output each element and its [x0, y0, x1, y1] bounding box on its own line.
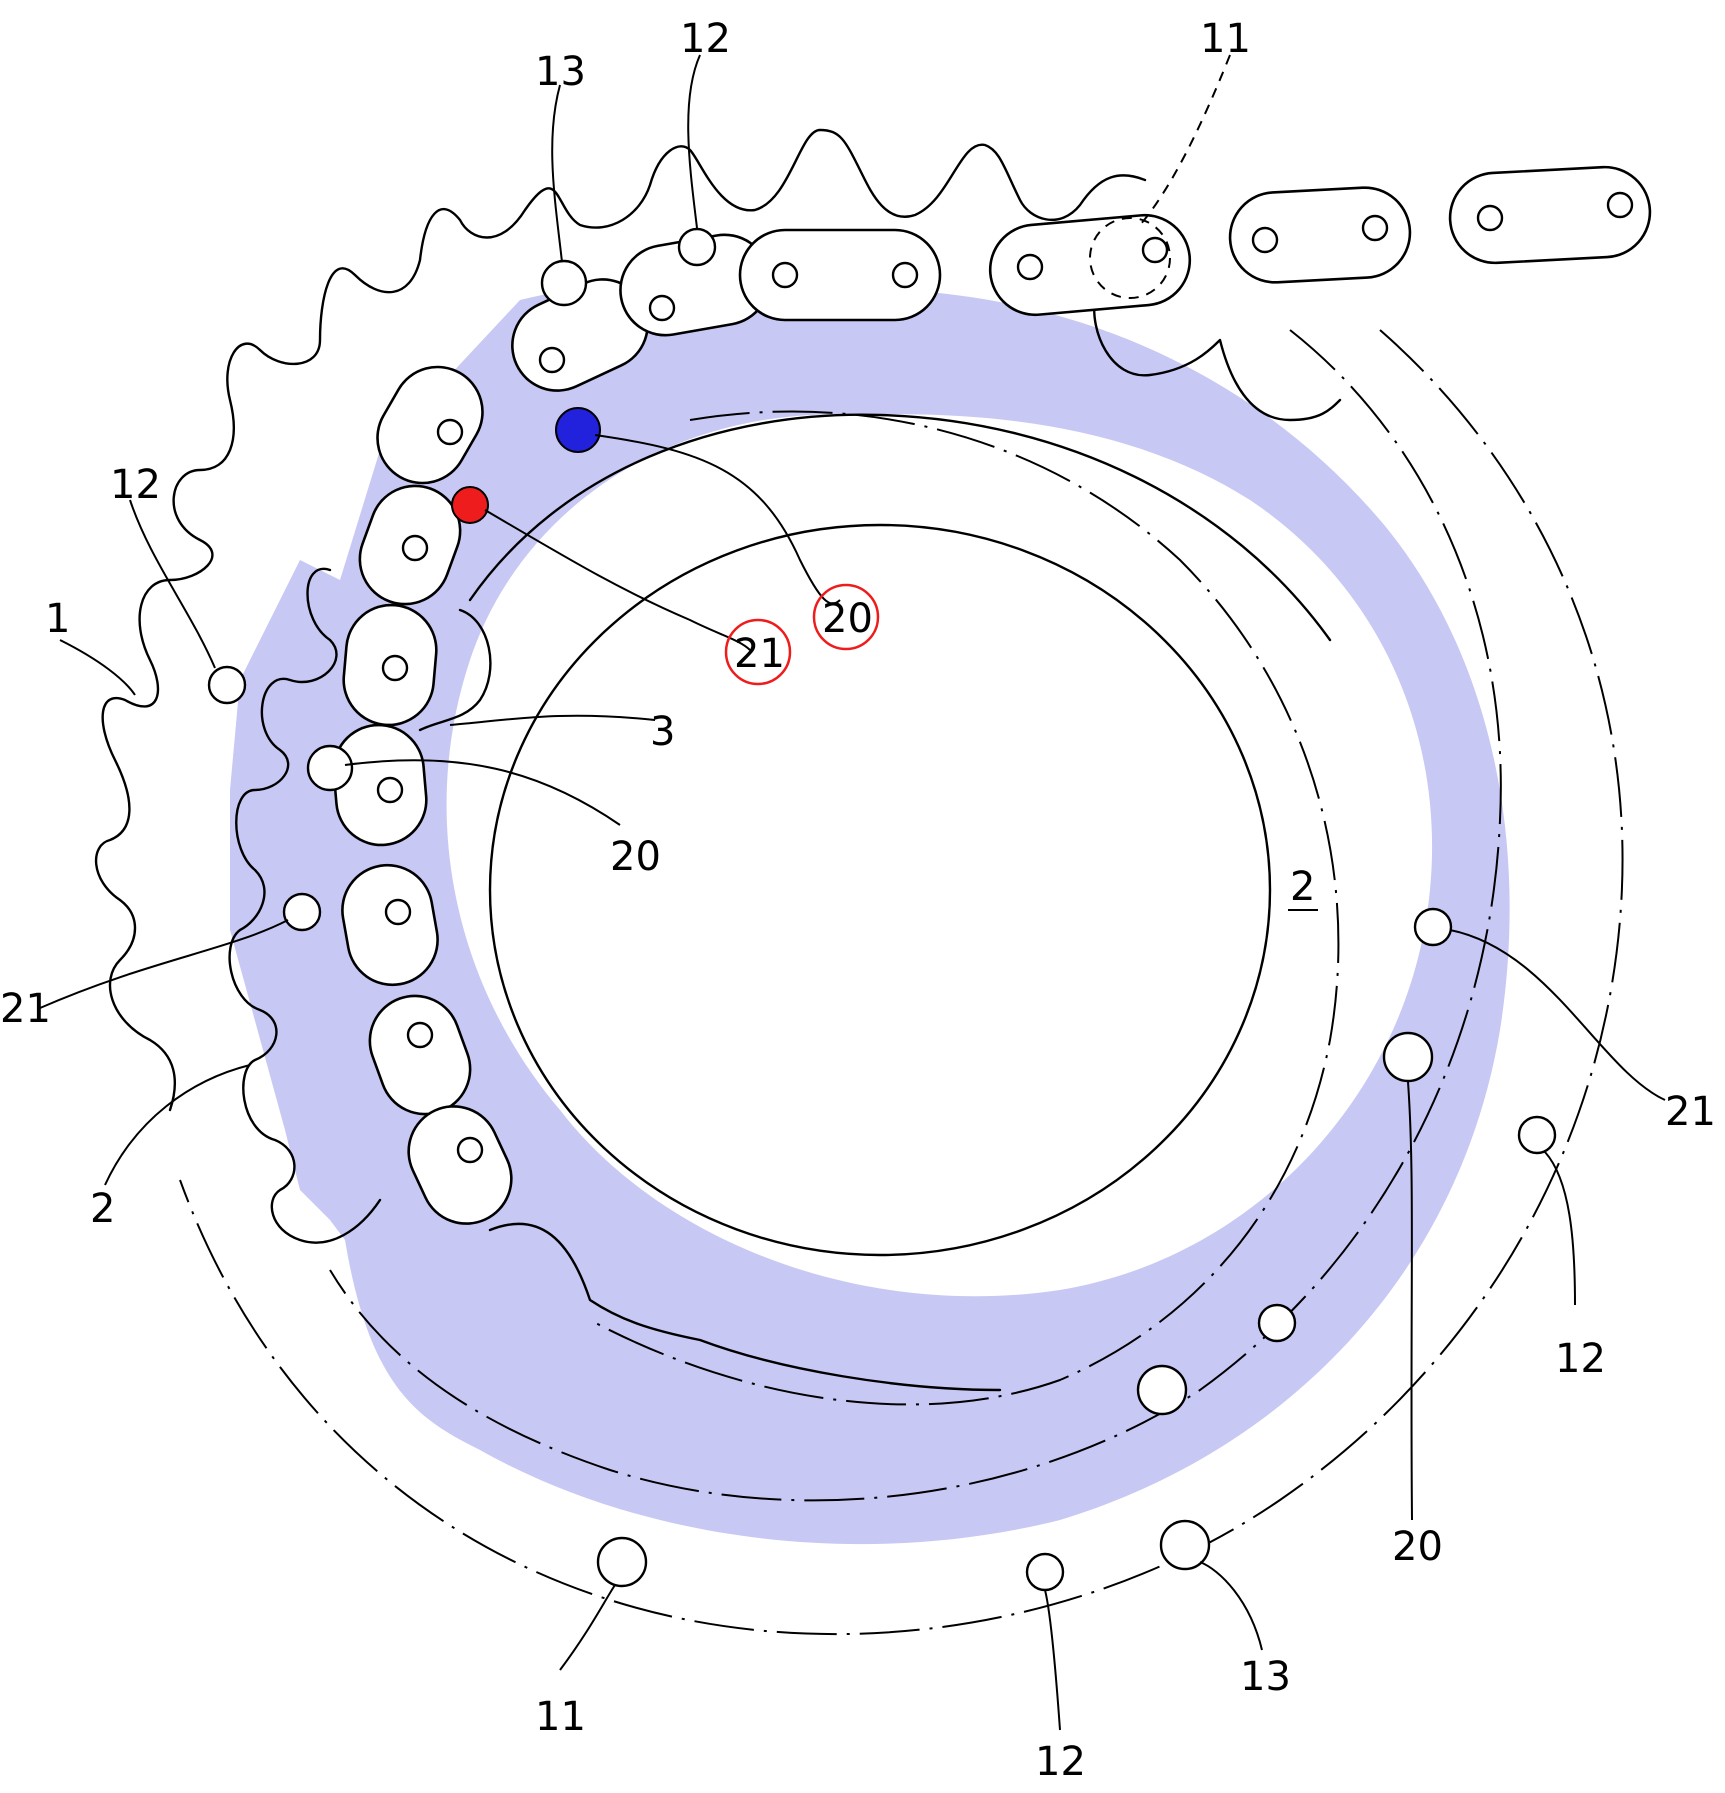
chain-link [988, 213, 1192, 317]
leader-12-top [687, 54, 701, 229]
label-12-top: 12 [680, 16, 731, 62]
highlight-red-dot [451, 486, 489, 524]
sprocket-1-teeth [95, 128, 1147, 1112]
label-3: 3 [650, 709, 675, 755]
sprocket-2-left-notch [418, 608, 492, 732]
circled-annotation-20 [812, 583, 880, 651]
chain-pin [1141, 236, 1169, 264]
label-21-circled: 21 [734, 631, 785, 677]
chain-link [1448, 165, 1652, 265]
leader-2 [104, 1064, 251, 1186]
hole-20-mid [306, 744, 354, 792]
hole-21-left [282, 892, 322, 932]
shaded-inner-edge [468, 413, 1332, 642]
chain-pin [1016, 253, 1044, 281]
sprocket-2-inner-edge [488, 1222, 1002, 1392]
label-21-left: 21 [0, 986, 51, 1032]
sprocket-2-upper-teeth [1093, 298, 1342, 422]
leader-12-bottom [1044, 1589, 1061, 1731]
leader-20-right [1407, 1081, 1413, 1521]
chain-pin [771, 261, 799, 289]
hole-13-bottom [1159, 1519, 1211, 1571]
hole-13-top [540, 259, 588, 307]
chain-pin [1251, 226, 1279, 254]
shaded-ring-region [230, 278, 1510, 1545]
leader-1 [59, 639, 136, 696]
chain-link [738, 228, 942, 322]
chain-pin [891, 261, 919, 289]
label-12-right: 12 [1555, 1336, 1606, 1382]
label-12-left: 12 [110, 462, 161, 508]
chain-pin [1606, 191, 1634, 219]
leader-11-bottom [559, 1584, 616, 1671]
label-20-right: 20 [1392, 1524, 1443, 1570]
leader-13-bottom [1199, 1561, 1263, 1651]
leader-20-mid [344, 759, 621, 826]
chain-pin [648, 294, 676, 322]
leader-12-right [1544, 1151, 1576, 1306]
leader-3 [449, 714, 656, 726]
hole-20-lower [1136, 1364, 1188, 1416]
leader-20-circled [594, 434, 841, 605]
label-13-bottom: 13 [1240, 1654, 1291, 1700]
label-11-bottom: 11 [535, 1694, 586, 1740]
sprocket-2-teeth [228, 567, 382, 1244]
chain-pin [381, 654, 409, 682]
hole-12-right [1517, 1115, 1557, 1155]
hole-12-left [207, 665, 247, 705]
pitch-circle-inner [589, 410, 1340, 1406]
highlight-blue-dot [555, 407, 601, 453]
hole-21-lower [1257, 1303, 1297, 1343]
chain-pin [1361, 214, 1389, 242]
chain-link [341, 863, 439, 987]
hole-11-bottom [596, 1536, 648, 1588]
label-11-top: 11 [1200, 16, 1251, 62]
leader-12-left [129, 499, 216, 669]
circled-annotation-21 [724, 618, 792, 686]
label-2-underlined: 2 [1290, 864, 1315, 910]
label-12-bottom: 12 [1035, 1739, 1086, 1785]
chain-pin [376, 776, 404, 804]
mounting-holes [207, 227, 1557, 1592]
label-20-mid: 20 [610, 834, 661, 880]
leader-21-right [1449, 929, 1666, 1101]
sprocket-bore-circle [488, 523, 1272, 1257]
label-20-circled: 20 [822, 596, 873, 642]
leader-lines [39, 54, 1666, 1731]
label-2: 2 [90, 1186, 115, 1232]
hidden-hole-11 [1089, 217, 1171, 299]
leader-21-circled [484, 509, 751, 651]
leader-13-top [551, 84, 563, 263]
hole-21-right [1413, 907, 1453, 947]
label-1: 1 [45, 596, 70, 642]
leader-21-left [39, 919, 289, 1009]
chain-pins [376, 191, 1634, 1164]
chain-pin [406, 1021, 434, 1049]
hole-20-right [1382, 1031, 1434, 1083]
chain-pin [436, 418, 464, 446]
label-13-top: 13 [535, 49, 586, 95]
chain-link [407, 1105, 513, 1225]
pitch-circle-outer [179, 329, 1624, 1636]
pitch-circle-middle [329, 329, 1502, 1502]
hole-12-top [677, 227, 717, 267]
leader-11-top [1139, 54, 1231, 226]
chain-link [1228, 186, 1412, 284]
chain-pin [456, 1136, 484, 1164]
chain-pin [401, 534, 429, 562]
chain-pin [1476, 204, 1504, 232]
chain-link [376, 365, 484, 485]
label-21-right: 21 [1665, 1089, 1716, 1135]
chain-pin [384, 898, 412, 926]
chain-pin [538, 346, 566, 374]
hole-12-bottom [1025, 1552, 1065, 1592]
